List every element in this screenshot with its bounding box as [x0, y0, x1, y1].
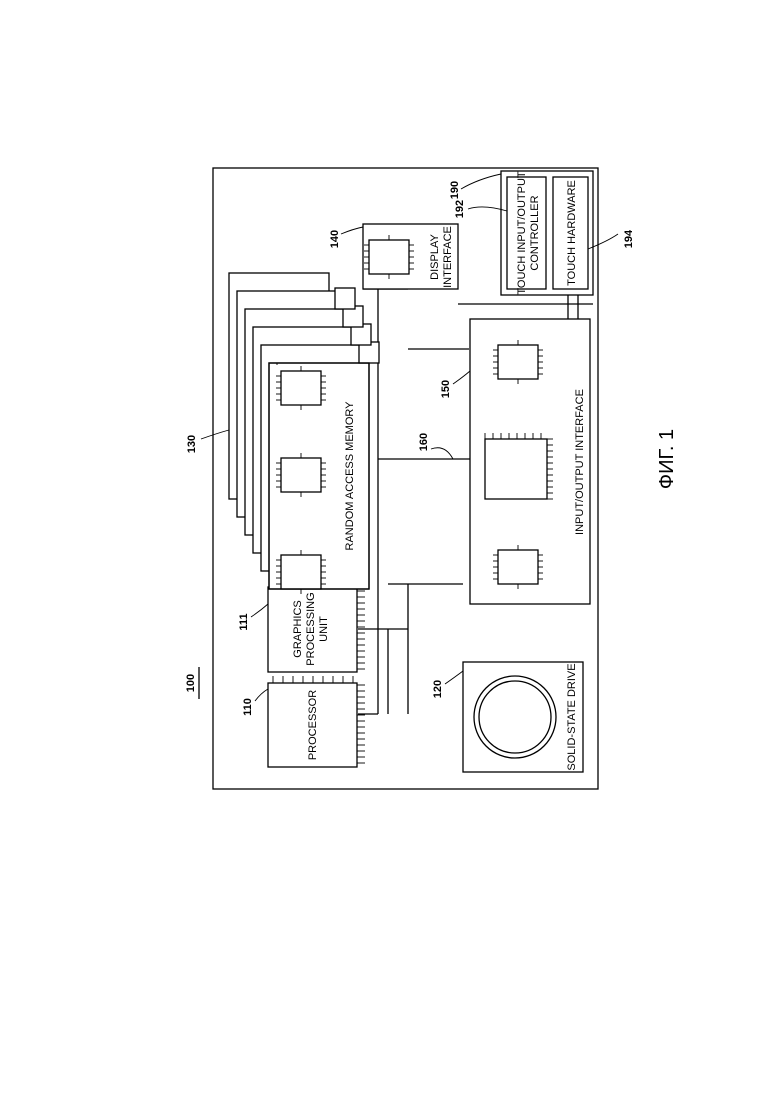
display-interface-block: DISPLAY INTERFACE	[363, 224, 458, 289]
figure-caption: ФИГ. 1	[656, 429, 678, 489]
touch-leader	[461, 174, 501, 189]
touch-hardware-ref-label: 194	[623, 229, 635, 248]
ssd-label: SOLID-STATE DRIVE	[566, 663, 578, 770]
processor-ref-label: 110	[242, 698, 254, 716]
gpu-ref-label: 111	[238, 613, 250, 630]
display-ref-label: 140	[329, 230, 341, 248]
gpu-label-line1: GRAPHICS	[292, 600, 304, 657]
io-interface-label: INPUT/OUTPUT INTERFACE	[574, 389, 586, 535]
display-interface-label-line1: DISPLAY	[429, 234, 441, 280]
system-ref-label: 100	[185, 674, 197, 692]
ram-ref-label: 130	[186, 435, 198, 453]
bus-leader	[431, 448, 453, 459]
ram-module-stack: RANDOM ACCESS MEMORY	[229, 273, 379, 594]
processor-label: PROCESSOR	[307, 690, 319, 760]
io-ref-label: 150	[440, 380, 452, 398]
ssd-leader	[445, 671, 463, 684]
rotated-drawing: 100	[185, 168, 678, 789]
gpu-label-line2: PROCESSING	[305, 592, 317, 665]
touch-hardware-label: TOUCH HARDWARE	[566, 180, 578, 286]
gpu-label-line3: UNIT	[318, 616, 330, 642]
io-leader	[453, 371, 470, 384]
ram-label: RANDOM ACCESS MEMORY	[344, 401, 356, 551]
gpu-leader	[251, 604, 268, 617]
bus-ref-label: 160	[418, 433, 430, 451]
display-leader	[341, 227, 363, 234]
display-interface-label-line2: INTERFACE	[442, 226, 454, 288]
gpu-block: GRAPHICS PROCESSING UNIT	[268, 580, 365, 672]
ssd-block: SOLID-STATE DRIVE	[463, 662, 583, 772]
touch-ref-label: 190	[449, 181, 461, 199]
io-interface-block: INPUT/OUTPUT INTERFACE	[470, 319, 590, 604]
touch-controller-label-line2: CONTROLLER	[529, 195, 541, 270]
touch-controller-ref-label: 192	[454, 200, 466, 218]
processor-leader	[255, 689, 268, 701]
touch-io-block: TOUCH INPUT/OUTPUT CONTROLLER TOUCH HARD…	[458, 171, 593, 319]
ssd-ref-label: 120	[432, 680, 444, 698]
processor-block: PROCESSOR	[268, 676, 365, 767]
touch-controller-label-line1: TOUCH INPUT/OUTPUT	[516, 171, 528, 295]
ram-leader	[201, 430, 229, 439]
